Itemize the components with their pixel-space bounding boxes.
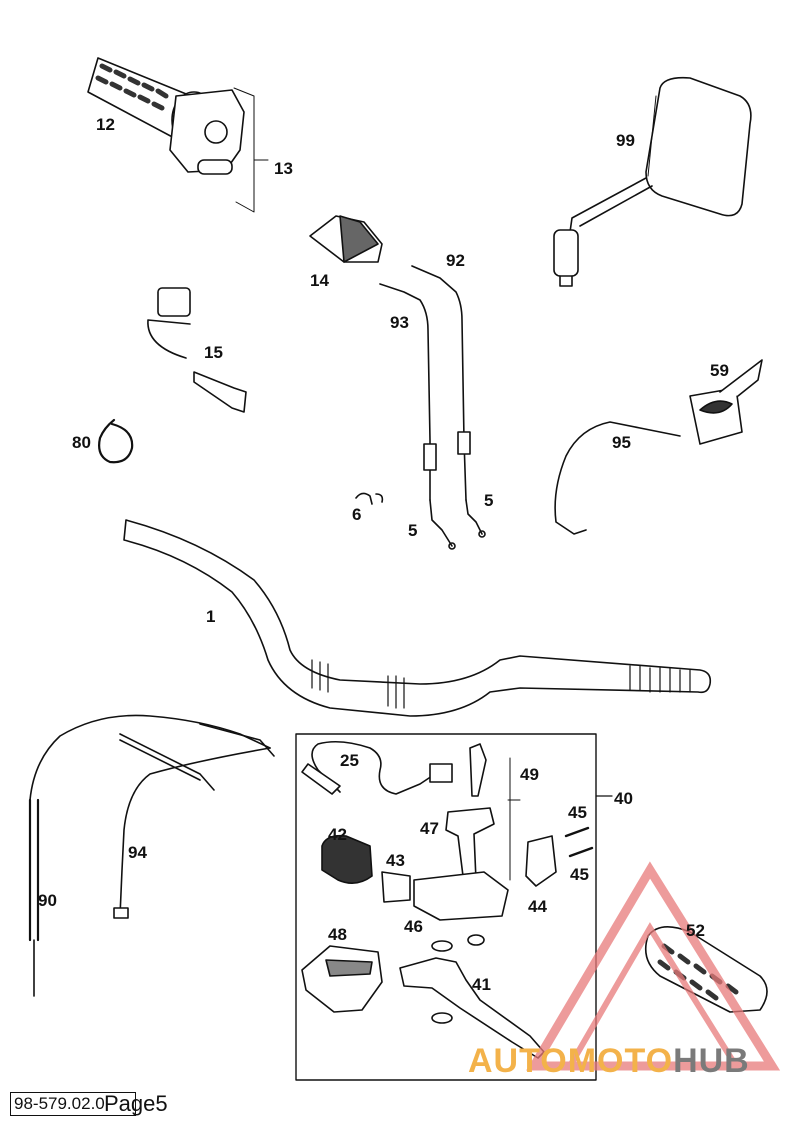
- grip-52-part: [644, 926, 768, 1013]
- part-label-93: 93: [390, 313, 409, 332]
- part-label-90: 90: [38, 891, 57, 910]
- watermark-logo: [526, 861, 781, 1071]
- part-label-99: 99: [616, 131, 635, 150]
- adjuster-42-part: [321, 834, 411, 903]
- part-label-42: 42: [328, 825, 347, 844]
- throttle-grip-part: [87, 57, 269, 213]
- watermark-part2: HUB: [673, 1042, 750, 1080]
- cable-95-part: [554, 421, 681, 535]
- part-label-43: 43: [386, 851, 405, 870]
- part-label-12: 12: [96, 115, 115, 134]
- part-label-59: 59: [710, 361, 729, 380]
- handlebar-part: [123, 519, 712, 717]
- watermark-text: AUTOMOTOHUB: [468, 1042, 750, 1081]
- part-label-40: 40: [614, 789, 633, 808]
- part-label-45a: 45: [568, 803, 587, 822]
- bolt-49-part: [469, 743, 521, 881]
- holder-46-part: [413, 871, 509, 921]
- part-label-5b: 5: [408, 521, 418, 540]
- switch-part: [147, 287, 247, 413]
- part-label-95: 95: [612, 433, 631, 452]
- part-label-1: 1: [206, 607, 216, 626]
- diagram-code-text: 98-579.02.0: [14, 1094, 105, 1113]
- part-label-48: 48: [328, 925, 347, 944]
- part-label-13: 13: [274, 159, 293, 178]
- clamp-44-part: [525, 826, 594, 887]
- part-label-52: 52: [686, 921, 705, 940]
- cover-48-part: [301, 945, 383, 1013]
- lower-cables-part: [28, 714, 275, 997]
- diagram-code: 98-579.02.0: [10, 1092, 136, 1116]
- assembly-40-frame: [295, 733, 597, 1081]
- part-label-47: 47: [420, 819, 439, 838]
- part-label-80: 80: [72, 433, 91, 452]
- part-label-45b: 45: [570, 865, 589, 884]
- part-label-15: 15: [204, 343, 223, 362]
- cover-part: [309, 215, 383, 263]
- lever-41-part: [399, 934, 545, 1059]
- mirror-part: [553, 76, 752, 287]
- part-label-92: 92: [446, 251, 465, 270]
- page-number: Page5: [104, 1091, 168, 1116]
- clip-part: [355, 492, 384, 505]
- wire-25-part: [301, 740, 453, 795]
- bracket-47-part: [445, 807, 495, 885]
- part-label-6: 6: [352, 505, 362, 524]
- diagram-code-box: [10, 1092, 136, 1116]
- part-label-5a: 5: [484, 491, 494, 510]
- part-label-41: 41: [472, 975, 491, 994]
- part-label-14: 14: [310, 271, 329, 290]
- part-label-44: 44: [528, 897, 547, 916]
- watermark-part1: AUTOMOTO: [468, 1042, 674, 1080]
- clamp-part: [98, 418, 134, 464]
- part-label-49: 49: [520, 765, 539, 784]
- part-label-46: 46: [404, 917, 423, 936]
- throttle-cables-part: [379, 265, 486, 550]
- part-label-25: 25: [340, 751, 359, 770]
- lever-assembly-part: [689, 359, 763, 445]
- part-label-94: 94: [128, 843, 147, 862]
